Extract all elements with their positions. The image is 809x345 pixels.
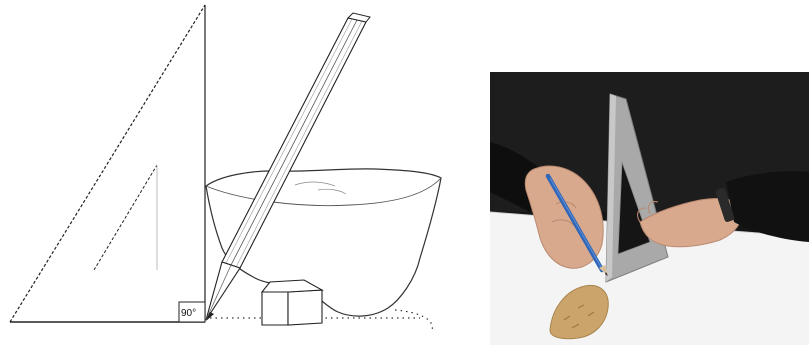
right-angle-label: 90°: [181, 308, 196, 319]
set-square-hypotenuse: [10, 5, 205, 322]
ground-dotted-curve: [395, 310, 432, 330]
cube: [262, 280, 322, 325]
photo-hand-drawing-with-set-square: [490, 72, 809, 345]
cube-side-face: [288, 290, 322, 325]
cutout-hypotenuse: [94, 165, 157, 270]
pencil-tip: [206, 262, 240, 320]
cube-front-face: [262, 292, 288, 325]
set-square-drawing: 90°: [0, 0, 480, 345]
